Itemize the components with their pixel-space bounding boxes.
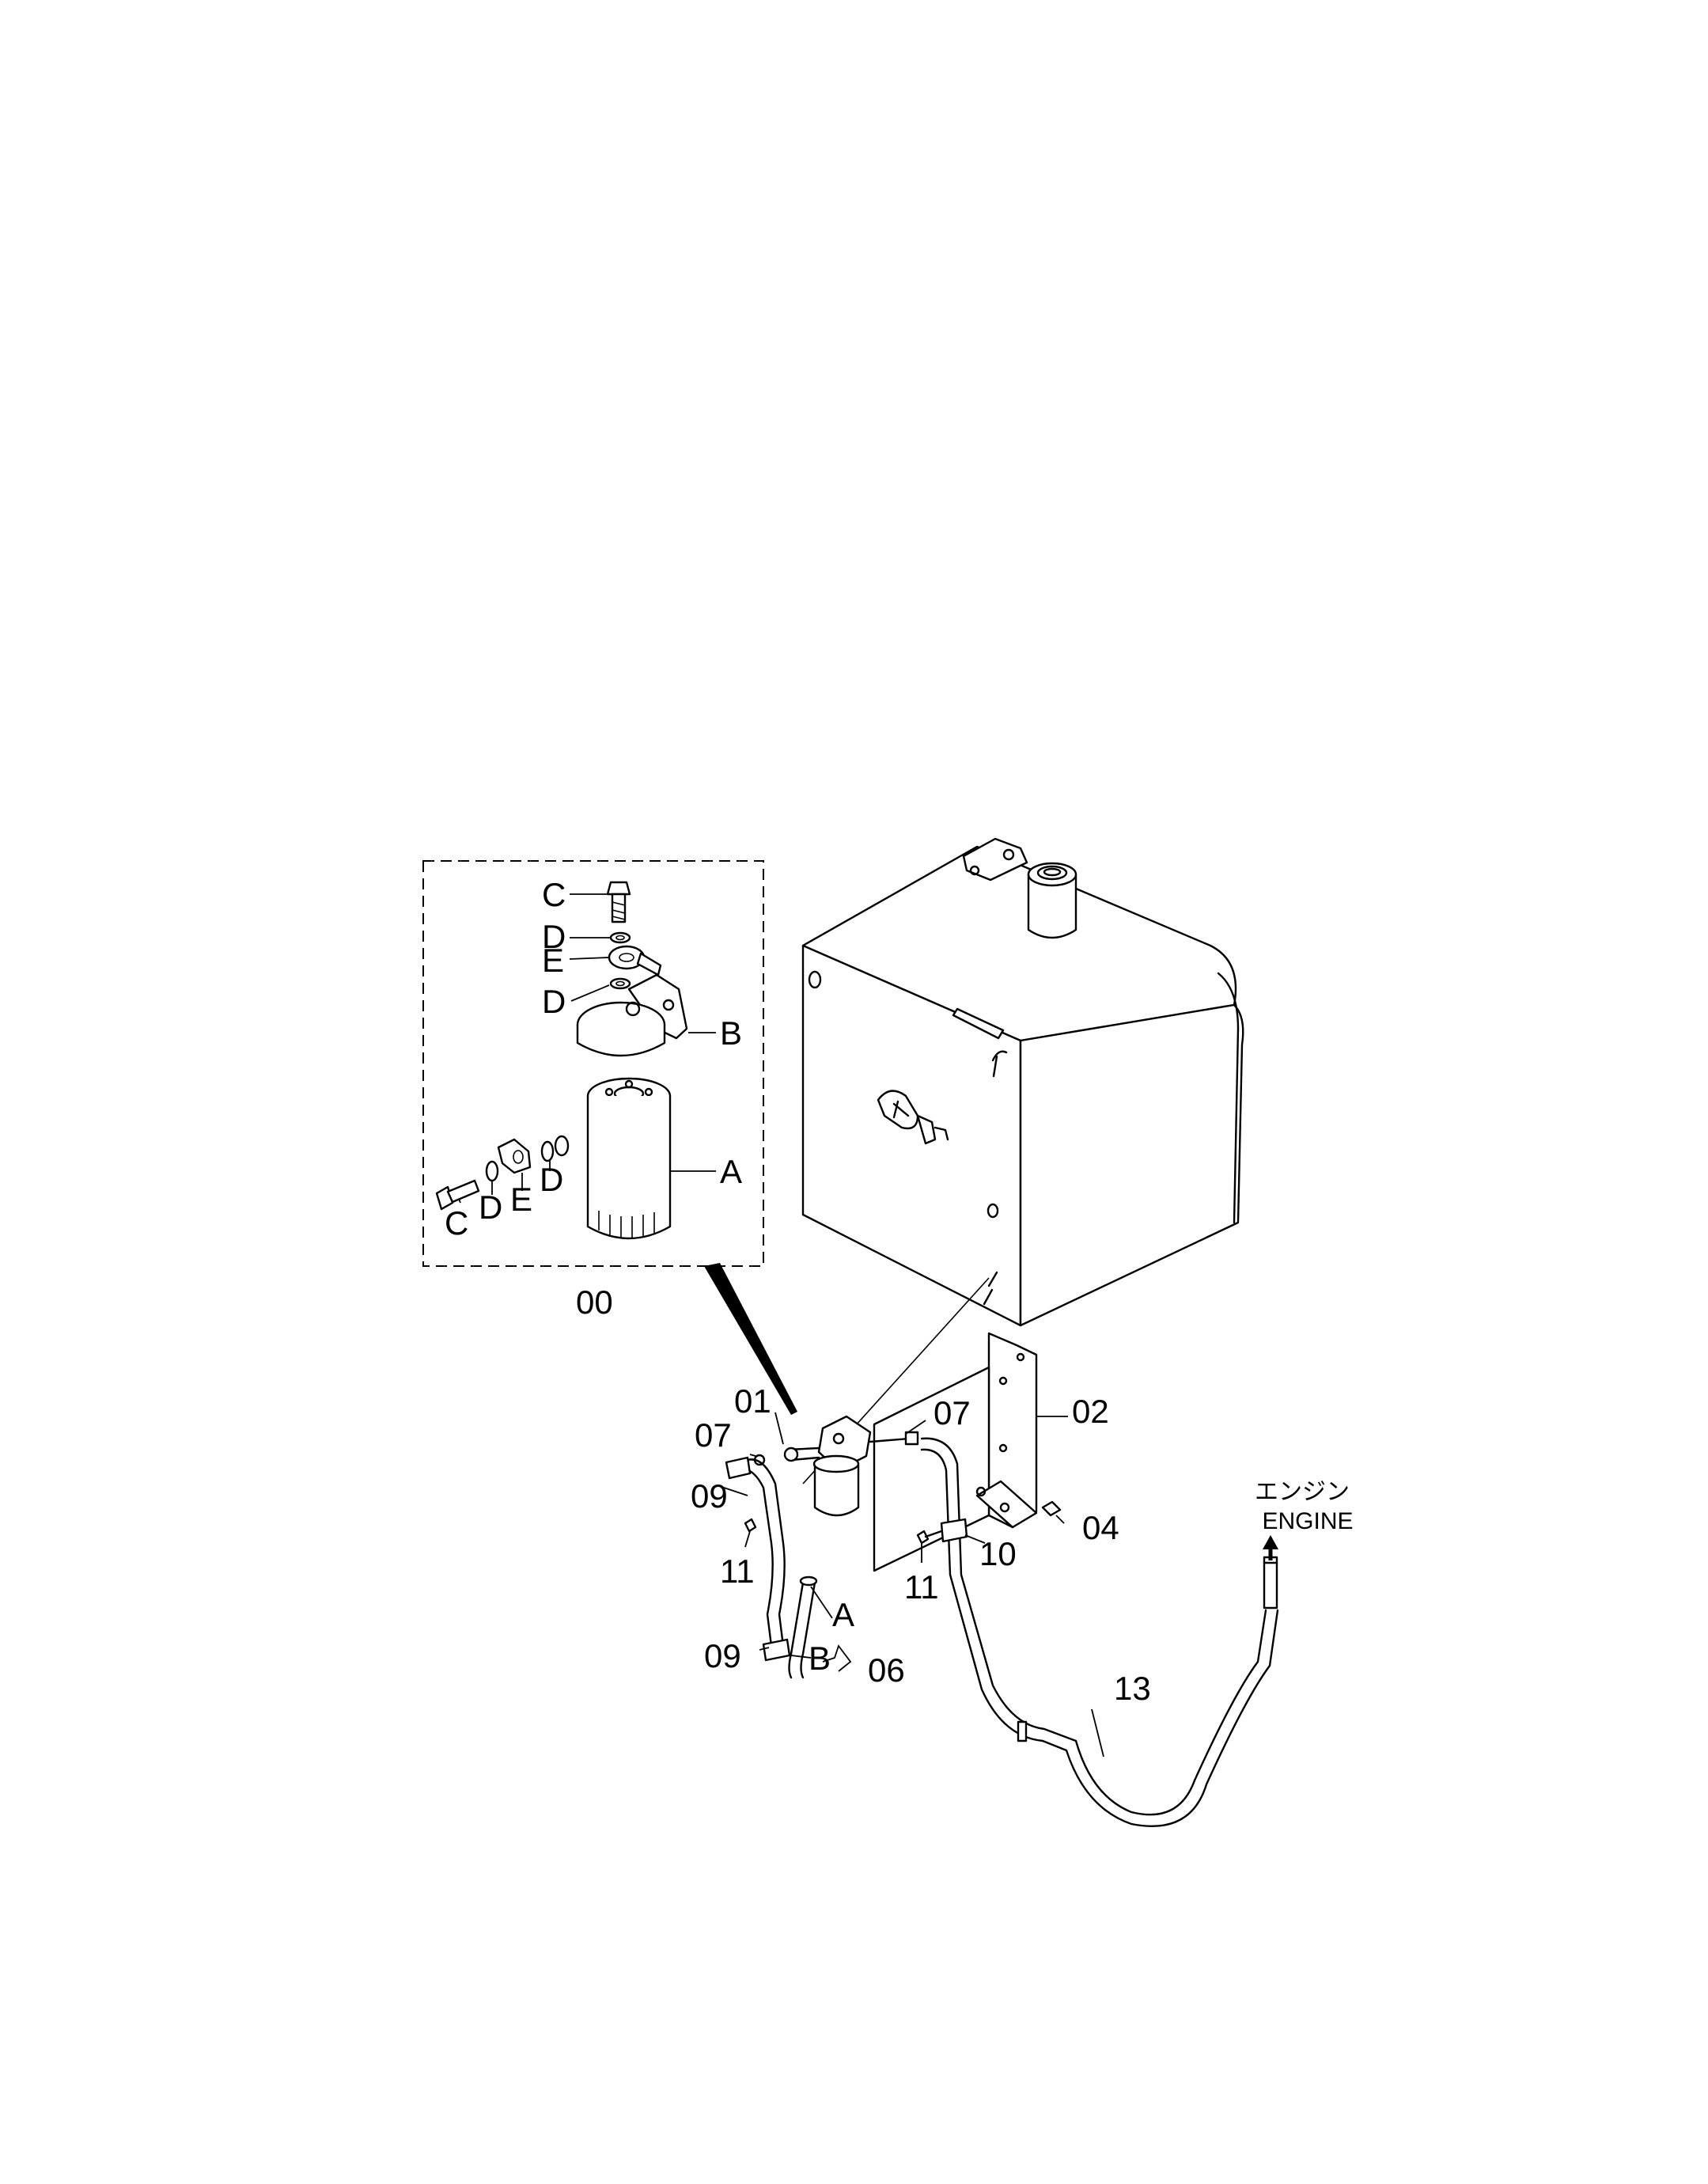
callout-02: 02 xyxy=(1072,1393,1109,1430)
main-callout-labels: 01 02 04 06 07 07 09 09 10 11 11 13 A B xyxy=(691,1382,1151,1707)
main-leaders xyxy=(723,1412,1104,1757)
fuel-tank xyxy=(801,837,1244,1327)
callout-01: 01 xyxy=(734,1382,771,1420)
detail-callout-labels: C D E D B A C D E D 00 xyxy=(445,876,742,1321)
engine-label-en: ENGINE xyxy=(1262,1508,1353,1534)
callout-09-top: 09 xyxy=(691,1477,728,1515)
callout-13: 13 xyxy=(1114,1670,1151,1707)
callout-11-right: 11 xyxy=(904,1568,939,1606)
callout-06: 06 xyxy=(868,1651,905,1689)
fuel-level-sender xyxy=(877,1090,949,1145)
callout-hose-b: B xyxy=(809,1640,831,1677)
engine-direction-arrow xyxy=(1263,1535,1278,1560)
hoses xyxy=(725,1437,1279,1827)
callout-a: A xyxy=(720,1153,742,1190)
callout-d-left: D xyxy=(479,1189,502,1226)
engine-destination: エンジン ENGINE xyxy=(1255,1479,1354,1534)
callout-10: 10 xyxy=(979,1535,1017,1572)
fuel-filter-assembly xyxy=(753,1415,919,1517)
engine-label-ja: エンジン xyxy=(1255,1479,1350,1505)
callout-07-left: 07 xyxy=(695,1416,732,1454)
callout-e-top: E xyxy=(542,942,564,979)
callout-d-right: D xyxy=(540,1161,563,1198)
detail-box-label: 00 xyxy=(576,1283,613,1321)
callout-b: B xyxy=(720,1014,742,1052)
callout-d-mid: D xyxy=(542,983,566,1020)
callout-09-bottom: 09 xyxy=(704,1637,741,1674)
callout-c-top: C xyxy=(542,876,566,913)
callout-c-left: C xyxy=(445,1204,468,1242)
callout-e-left: E xyxy=(510,1181,532,1218)
callout-11-left: 11 xyxy=(720,1553,755,1590)
callout-07-right: 07 xyxy=(934,1394,971,1431)
detail-leaders xyxy=(458,893,716,1204)
callout-hose-a: A xyxy=(832,1596,854,1633)
callout-d-top: D xyxy=(542,918,566,955)
callout-04: 04 xyxy=(1082,1509,1119,1546)
detail-box xyxy=(422,860,797,1415)
